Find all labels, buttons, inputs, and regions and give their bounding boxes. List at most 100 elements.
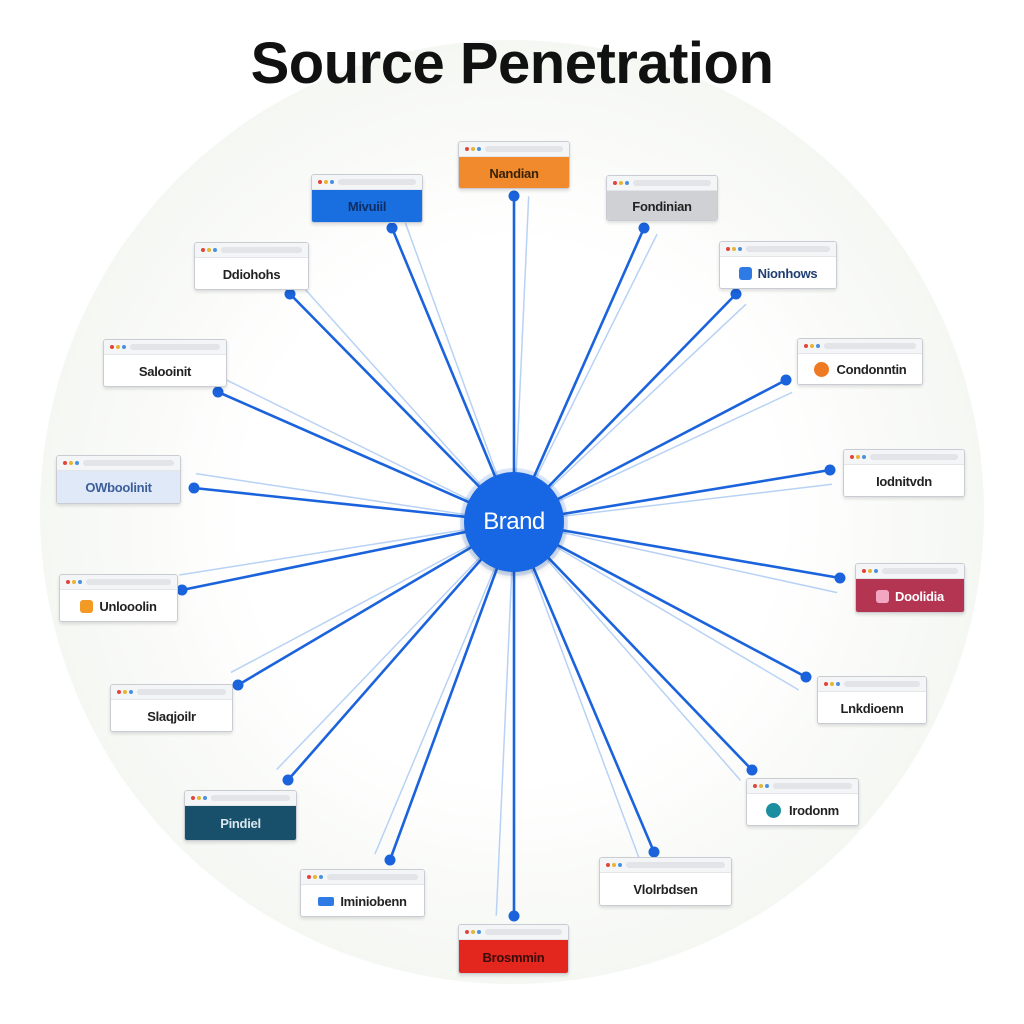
faint-link-n-bottom bbox=[495, 521, 515, 916]
window-dot-icon bbox=[116, 345, 120, 349]
node-label: Pindiel bbox=[220, 816, 261, 831]
address-bar bbox=[746, 246, 830, 252]
node-body: Unlooolin bbox=[60, 590, 177, 621]
node-body: Nionhows bbox=[720, 257, 836, 288]
address-bar bbox=[485, 146, 563, 152]
address-bar bbox=[83, 460, 174, 466]
address-bar bbox=[824, 343, 916, 349]
brand-hub[interactable]: Brand bbox=[464, 472, 564, 572]
faint-link-n-top-right-2 bbox=[513, 303, 747, 523]
window-dot-icon bbox=[874, 569, 878, 573]
link-n-right-2 bbox=[513, 468, 831, 524]
node-label: Condonntin bbox=[836, 362, 907, 377]
node-body: Fondinian bbox=[607, 191, 717, 220]
faint-link-n-top bbox=[513, 196, 530, 523]
source-node-n-top[interactable]: Nandian bbox=[458, 141, 570, 189]
source-node-n-top-left-1[interactable]: Ddiohohs bbox=[194, 242, 309, 290]
window-dot-icon bbox=[465, 147, 469, 151]
brand-hub-label: Brand bbox=[483, 508, 545, 535]
address-bar bbox=[633, 180, 711, 186]
address-bar bbox=[870, 454, 958, 460]
window-dot-icon bbox=[816, 344, 820, 348]
window-dot-icon bbox=[465, 930, 469, 934]
window-dot-icon bbox=[726, 247, 730, 251]
node-label: Fondinian bbox=[632, 198, 692, 214]
faint-link-n-left-2 bbox=[179, 521, 515, 576]
source-node-n-right-4[interactable]: Lnkdioenn bbox=[817, 676, 927, 724]
window-dot-icon bbox=[191, 796, 195, 800]
link-endpoint-n-top-left-1 bbox=[284, 288, 296, 300]
source-node-n-bottom-left-2[interactable]: Pindiel bbox=[184, 790, 297, 841]
address-bar bbox=[485, 929, 562, 935]
source-node-n-right-2[interactable]: Iodnitvdn bbox=[843, 449, 965, 497]
address-bar bbox=[338, 179, 416, 185]
window-dot-icon bbox=[129, 690, 133, 694]
node-body: Ddiohohs bbox=[195, 258, 308, 289]
source-node-n-left-1[interactable]: Slaqjoilr bbox=[110, 684, 233, 732]
pink-square-icon bbox=[876, 589, 890, 603]
faint-link-n-bottom-right-2 bbox=[513, 521, 640, 859]
browser-bar bbox=[844, 450, 964, 465]
node-label: Nionhows bbox=[757, 265, 818, 281]
node-body: OWboolinit bbox=[57, 471, 180, 503]
source-node-n-left-2[interactable]: Unlooolin bbox=[59, 574, 178, 622]
node-body: Salooinit bbox=[104, 355, 226, 386]
node-body: Brosmmin bbox=[459, 940, 568, 973]
source-node-n-right-3[interactable]: Doolidia bbox=[855, 563, 965, 613]
browser-bar bbox=[798, 339, 922, 354]
teal-circle-icon bbox=[766, 802, 782, 818]
source-node-n-bottom-right-2[interactable]: Vlolrbdsen bbox=[599, 857, 732, 906]
window-dot-icon bbox=[201, 248, 205, 252]
link-n-right-4 bbox=[513, 520, 807, 679]
node-label: Ddiohohs bbox=[222, 266, 281, 282]
window-dot-icon bbox=[856, 455, 860, 459]
window-dot-icon bbox=[804, 344, 808, 348]
node-label: Slaqjoilr bbox=[147, 708, 196, 724]
window-dot-icon bbox=[471, 147, 475, 151]
faint-link-n-left-1 bbox=[230, 521, 515, 674]
link-endpoint-n-left-2 bbox=[176, 584, 188, 596]
link-n-top-right-1 bbox=[512, 227, 646, 523]
window-dot-icon bbox=[868, 569, 872, 573]
window-dot-icon bbox=[732, 247, 736, 251]
source-node-n-right-1[interactable]: Condonntin bbox=[797, 338, 923, 385]
source-node-n-top-right-1[interactable]: Fondinian bbox=[606, 175, 718, 221]
node-body: Pindiel bbox=[185, 806, 296, 840]
faint-link-n-top-left-2 bbox=[404, 222, 515, 523]
window-dot-icon bbox=[606, 863, 610, 867]
node-label: Brosmmin bbox=[482, 949, 545, 965]
source-node-n-bottom-right-1[interactable]: Irodonm bbox=[746, 778, 859, 826]
node-body: Doolidia bbox=[856, 579, 964, 612]
source-node-n-left-4[interactable]: Salooinit bbox=[103, 339, 227, 387]
source-node-n-bottom-left-1[interactable]: Iminiobenn bbox=[300, 869, 425, 917]
window-dot-icon bbox=[862, 569, 866, 573]
browser-bar bbox=[747, 779, 858, 794]
browser-bar bbox=[185, 791, 296, 806]
node-body: Vlolrbdsen bbox=[600, 873, 731, 905]
node-label: Lnkdioenn bbox=[840, 700, 904, 716]
window-dot-icon bbox=[618, 863, 622, 867]
faint-link-n-left-3 bbox=[195, 472, 515, 523]
source-node-n-left-3[interactable]: OWboolinit bbox=[56, 455, 181, 504]
node-body: Irodonm bbox=[747, 794, 858, 825]
node-body: Condonntin bbox=[798, 354, 922, 384]
node-body: Nandian bbox=[459, 157, 569, 188]
source-node-n-top-left-2[interactable]: Mivuiil bbox=[311, 174, 423, 223]
link-n-left-1 bbox=[237, 520, 515, 687]
browser-bar bbox=[459, 142, 569, 157]
browser-bar bbox=[57, 456, 180, 471]
source-node-n-top-right-2[interactable]: Nionhows bbox=[719, 241, 837, 289]
window-dot-icon bbox=[765, 784, 769, 788]
link-n-left-4 bbox=[217, 390, 515, 524]
browser-bar bbox=[818, 677, 926, 692]
window-dot-icon bbox=[850, 455, 854, 459]
source-node-n-bottom[interactable]: Brosmmin bbox=[458, 924, 569, 974]
node-label: Unlooolin bbox=[99, 598, 157, 614]
faint-link-n-bottom-right-1 bbox=[513, 521, 742, 781]
faint-link-n-top-right-1 bbox=[513, 233, 658, 523]
faint-link-n-right-1 bbox=[513, 391, 793, 523]
node-label: Salooinit bbox=[138, 363, 192, 379]
link-endpoint-n-right-1 bbox=[780, 374, 792, 386]
link-n-top-right-2 bbox=[513, 293, 737, 523]
